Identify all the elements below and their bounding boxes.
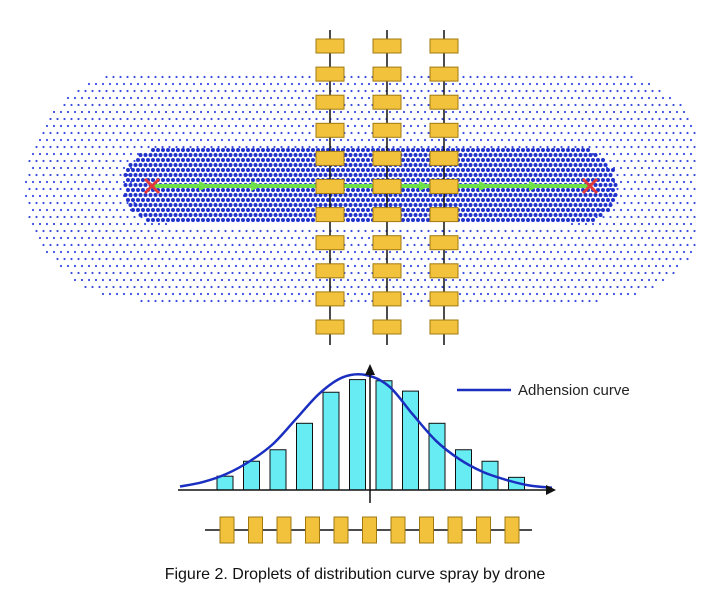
nozzle — [315, 179, 345, 194]
nozzle — [429, 235, 459, 251]
nozzle — [315, 235, 345, 251]
legend: Adhension curve — [457, 382, 630, 399]
nozzle — [429, 38, 459, 54]
nozzle — [315, 94, 345, 110]
nozzle — [429, 150, 459, 166]
bar — [375, 380, 393, 491]
nozzle — [504, 516, 520, 544]
spray-distribution-figure: Adhension curve — [24, 30, 696, 544]
bottom-nozzle-row — [219, 516, 520, 544]
nozzle — [429, 207, 459, 223]
nozzle — [419, 516, 434, 544]
waypoint-end — [581, 177, 599, 195]
nozzle — [429, 122, 459, 138]
y-axis — [365, 364, 375, 503]
nozzle — [372, 207, 402, 223]
nozzle — [372, 66, 402, 82]
nozzle — [372, 291, 402, 307]
nozzle — [315, 207, 345, 223]
y-axis-arrowhead — [365, 364, 375, 375]
nozzle — [362, 516, 377, 544]
nozzle — [372, 179, 402, 194]
bar — [296, 422, 313, 491]
nozzle — [372, 263, 402, 279]
legend-label: Adhension curve — [518, 382, 630, 399]
nozzle — [333, 516, 349, 544]
nozzle — [219, 516, 235, 544]
nozzle — [315, 319, 345, 335]
x-mark-icon — [143, 177, 161, 195]
nozzle — [248, 516, 263, 544]
nozzle — [429, 291, 459, 307]
nozzle — [429, 263, 459, 279]
nozzle — [315, 263, 345, 279]
nozzle — [276, 516, 292, 544]
bar — [349, 379, 366, 491]
flight-path — [150, 181, 591, 191]
nozzle — [372, 235, 402, 251]
x-axis — [178, 485, 556, 495]
outer-spray-zone — [24, 75, 696, 303]
nozzle — [305, 516, 320, 544]
nozzle-grid — [315, 38, 459, 335]
nozzle — [429, 66, 459, 82]
bar — [322, 391, 340, 491]
nozzle — [429, 319, 459, 335]
nozzle — [372, 150, 402, 166]
bar — [269, 449, 287, 491]
bar — [243, 460, 260, 491]
x-axis-arrowhead — [546, 485, 556, 495]
bar — [216, 475, 234, 491]
bar — [455, 449, 472, 491]
nozzle — [315, 66, 345, 82]
nozzle — [372, 94, 402, 110]
nozzle — [372, 38, 402, 54]
nozzle — [315, 38, 345, 54]
inner-spray-zone — [123, 148, 618, 222]
nozzle — [429, 94, 459, 110]
nozzle — [315, 150, 345, 166]
x-mark-icon — [581, 177, 599, 195]
nozzle — [372, 319, 402, 335]
bar — [428, 422, 446, 491]
nozzle — [315, 291, 345, 307]
nozzle — [476, 516, 491, 544]
nozzle — [447, 516, 463, 544]
nozzle — [315, 122, 345, 138]
figure-caption: Figure 2. Droplets of distribution curve… — [164, 566, 546, 583]
spray-pattern — [24, 75, 696, 303]
nozzle — [429, 179, 459, 194]
nozzle — [390, 516, 406, 544]
nozzle — [372, 122, 402, 138]
waypoint-start — [143, 177, 161, 195]
